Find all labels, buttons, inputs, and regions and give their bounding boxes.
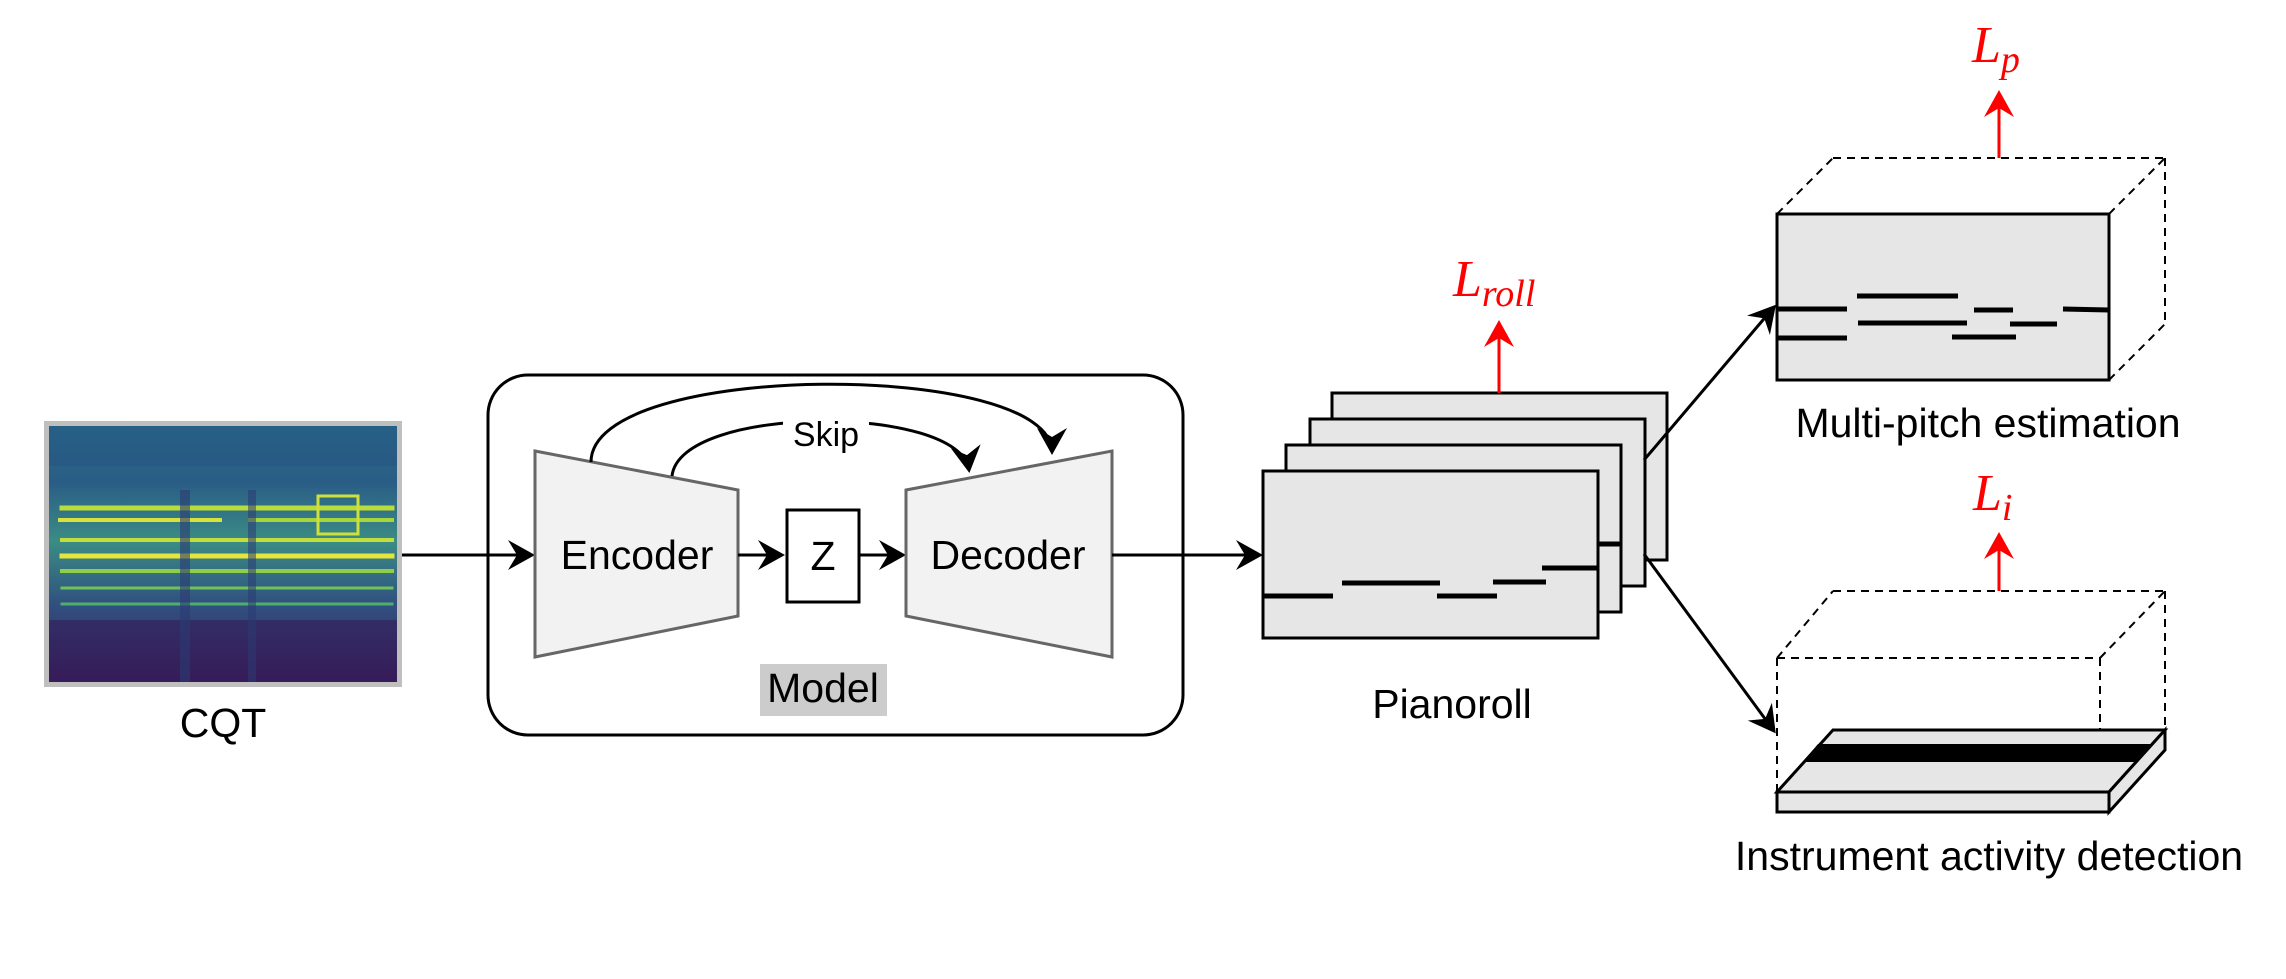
decoder-label: Decoder bbox=[931, 532, 1086, 578]
skip-connection-outer bbox=[589, 382, 1067, 463]
model-label: Model bbox=[767, 665, 879, 711]
pianoroll-to-instrument-arrow bbox=[1642, 553, 1776, 734]
pitch-loss-label: Lp bbox=[1971, 17, 2020, 81]
roll-loss-label: Lroll bbox=[1452, 251, 1535, 315]
encoder-block bbox=[533, 449, 740, 659]
encoder-label: Encoder bbox=[561, 532, 714, 578]
cqt-spectrogram bbox=[44, 421, 402, 687]
pianoroll-stack bbox=[1261, 391, 1669, 640]
multi-pitch-box bbox=[1775, 157, 2166, 382]
multi-pitch-label: Multi-pitch estimation bbox=[1795, 400, 2180, 446]
latent-z-label: Z bbox=[810, 533, 835, 579]
pianoroll-to-pitch-arrow bbox=[1642, 304, 1776, 461]
model-label-bg bbox=[760, 664, 887, 716]
cqt-label: CQT bbox=[180, 700, 267, 746]
instrument-loss-label: Li bbox=[1972, 465, 2012, 529]
decoder-block bbox=[904, 449, 1114, 659]
skip-label: Skip bbox=[793, 416, 859, 454]
instrument-activity-label: Instrument activity detection bbox=[1735, 833, 2243, 879]
pianoroll-label: Pianoroll bbox=[1372, 681, 1532, 727]
instrument-activity-box bbox=[1773, 590, 2169, 816]
